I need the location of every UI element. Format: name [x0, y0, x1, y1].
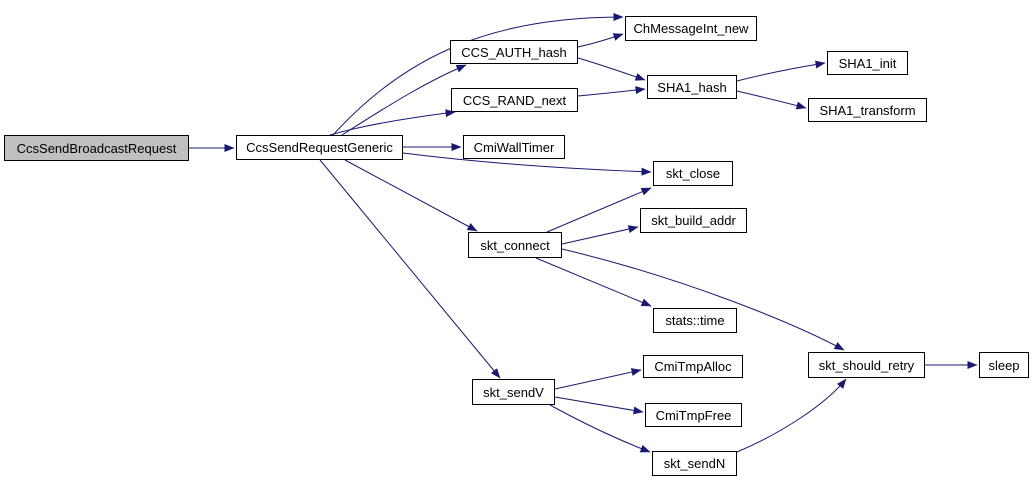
- edge-SHA1_hash-to-SHA1_init: [736, 60, 826, 82]
- node-label: skt_sendV: [483, 384, 544, 400]
- edge-CcsSendRequestGeneric-to-CCS_AUTH_hash: [341, 64, 467, 136]
- node-label: stats::time: [665, 313, 725, 328]
- node-CmiWallTimer[interactable]: CmiWallTimer: [463, 135, 565, 159]
- node-label: CmiWallTimer: [473, 139, 555, 155]
- node-label: SHA1_hash: [657, 79, 727, 95]
- node-label: skt_sendN: [663, 456, 726, 471]
- edge-skt_sendN-to-skt_should_retry: [736, 378, 847, 453]
- edge-skt_connect-to-skt_should_retry: [561, 248, 845, 351]
- node-label: SHA1_transform: [819, 102, 916, 118]
- node-label: CmiTmpAlloc: [654, 359, 732, 374]
- node-sleep[interactable]: sleep: [979, 352, 1029, 378]
- edge-CcsSendRequestGeneric-to-skt_sendV: [319, 159, 501, 379]
- edge-skt_sendV-to-CmiTmpFree: [554, 396, 644, 415]
- node-skt_build_addr[interactable]: skt_build_addr: [640, 208, 747, 233]
- node-label: CcsSendRequestGeneric: [246, 140, 393, 155]
- node-ChMessageInt_new[interactable]: ChMessageInt_new: [625, 16, 757, 41]
- node-skt_connect[interactable]: skt_connect: [468, 232, 562, 258]
- edge-skt_connect-to-skt_close: [546, 187, 652, 233]
- node-label: CcsSendBroadcastRequest: [16, 140, 177, 156]
- edge-skt_connect-to-stats_time: [535, 257, 652, 307]
- node-CcsSendBroadcastRequest[interactable]: CcsSendBroadcastRequest: [4, 135, 189, 161]
- edge-CcsSendRequestGeneric-to-skt_connect: [344, 159, 478, 232]
- edge-skt_connect-to-skt_build_addr: [561, 225, 639, 245]
- node-SHA1_init[interactable]: SHA1_init: [827, 51, 908, 75]
- edge-CCS_AUTH_hash-to-ChMessageInt_new: [577, 33, 624, 48]
- node-label: skt_close: [665, 166, 721, 181]
- node-label: SHA1_init: [838, 55, 897, 71]
- node-CmiTmpAlloc[interactable]: CmiTmpAlloc: [643, 355, 743, 378]
- node-label: skt_build_addr: [651, 213, 736, 228]
- node-SHA1_transform[interactable]: SHA1_transform: [808, 98, 927, 122]
- node-CmiTmpFree[interactable]: CmiTmpFree: [645, 403, 742, 427]
- edge-CCS_AUTH_hash-to-SHA1_hash: [577, 57, 646, 81]
- node-skt_close[interactable]: skt_close: [653, 161, 733, 186]
- node-stats_time[interactable]: stats::time: [653, 308, 737, 333]
- edge-CcsSendRequestGeneric-to-CCS_RAND_next: [329, 109, 456, 136]
- edge-CcsSendRequestGeneric-to-skt_close: [402, 152, 652, 176]
- node-label: CCS_RAND_next: [462, 92, 567, 108]
- node-label: skt_connect: [480, 237, 550, 253]
- node-SHA1_hash[interactable]: SHA1_hash: [647, 75, 737, 99]
- node-skt_sendN[interactable]: skt_sendN: [652, 451, 737, 476]
- edge-SHA1_hash-to-SHA1_transform: [736, 90, 807, 110]
- node-CCS_AUTH_hash[interactable]: CCS_AUTH_hash: [450, 40, 578, 64]
- node-label: ChMessageInt_new: [633, 21, 749, 36]
- node-skt_sendV[interactable]: skt_sendV: [472, 379, 555, 405]
- node-CCS_RAND_next[interactable]: CCS_RAND_next: [451, 88, 578, 112]
- node-label: skt_should_retry: [818, 357, 915, 373]
- node-label: CmiTmpFree: [655, 407, 732, 423]
- edge-skt_sendV-to-skt_sendN: [549, 404, 651, 453]
- node-CcsSendRequestGeneric[interactable]: CcsSendRequestGeneric: [236, 135, 403, 160]
- edge-CCS_RAND_next-to-SHA1_hash: [577, 86, 646, 97]
- edge-skt_sendV-to-CmiTmpAlloc: [554, 368, 642, 390]
- node-label: CCS_AUTH_hash: [461, 44, 567, 60]
- node-skt_should_retry[interactable]: skt_should_retry: [808, 352, 925, 378]
- node-label: sleep: [988, 357, 1020, 373]
